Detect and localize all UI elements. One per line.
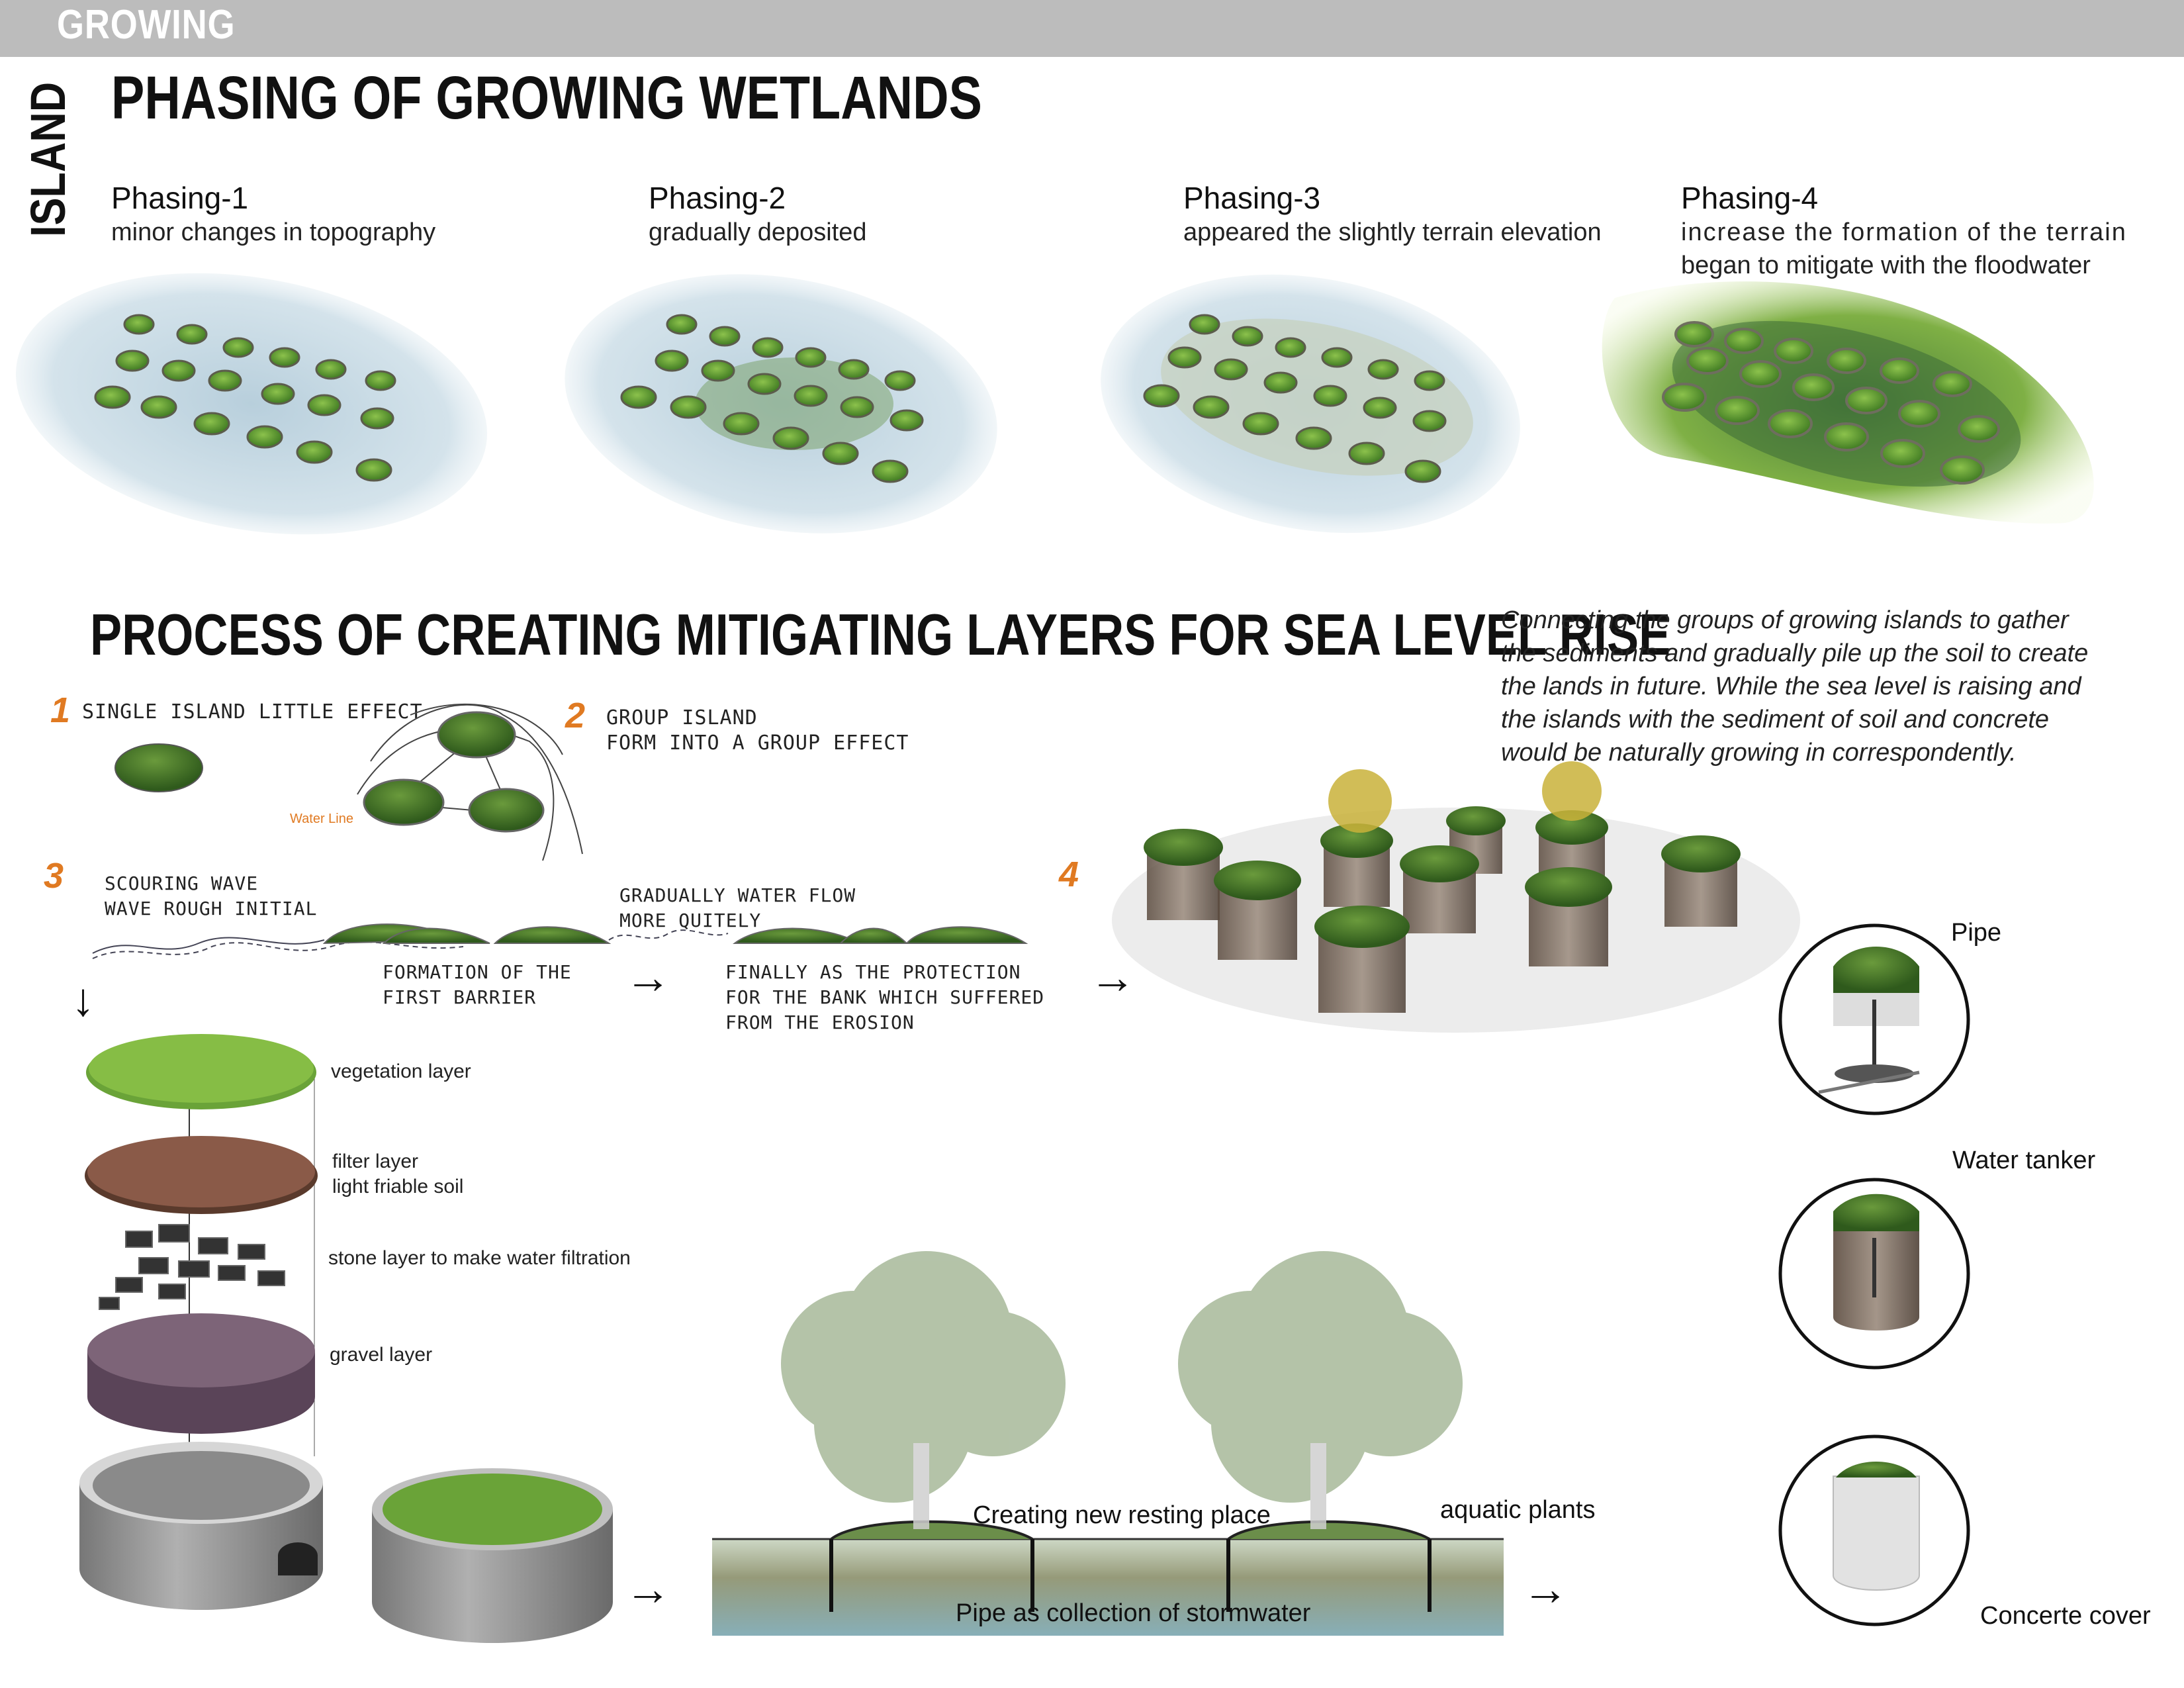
tree-left (781, 1251, 1066, 1529)
phase-3-caption: Phasing-3 appeared the slightly terrain … (1183, 180, 1602, 249)
phase-4-title: Phasing-4 (1681, 181, 1819, 215)
phase-3-image (1101, 274, 1520, 534)
step-3-barrier: FORMATION OF THE FIRST BARRIER (383, 960, 572, 1010)
step-3-final-1: FINALLY AS THE PROTECTION (725, 961, 1021, 983)
island-field (1144, 761, 1741, 1013)
section-view (712, 1251, 1504, 1636)
arrow-down-icon: ↓ (71, 974, 95, 1025)
phase-4-sub-2: began to mitigate with the floodwater (1681, 252, 2091, 279)
phase-1-image (15, 273, 488, 535)
step-3-final-2: FOR THE BANK WHICH SUFFERED (725, 986, 1045, 1008)
step-3-scour-1: SCOURING WAVE (105, 872, 259, 894)
label-tanker: Water tanker (1952, 1147, 2096, 1174)
step-2-text: GROUP ISLAND FORM INTO A GROUP EFFECT (606, 706, 909, 756)
heading-process: PROCESS OF CREATING MITIGATING LAYERS FO… (90, 602, 1671, 667)
phase-1-sub: minor changes in topography (111, 218, 436, 246)
step-1-text: SINGLE ISLAND LITTLE EFFECT (82, 700, 423, 724)
step-1-number: 1 (50, 690, 71, 730)
step-3-final: FINALLY AS THE PROTECTION FOR THE BANK W… (725, 960, 1044, 1035)
description-line-3: the lands in future. While the sea level… (1501, 673, 2081, 700)
label-pipe-collection: Pipe as collection of stormwater (956, 1599, 1311, 1627)
arrow-right-icon: → (625, 951, 671, 1003)
phase-4-caption: Phasing-4 increase the formation of the … (1681, 180, 2127, 282)
description: Connecting the groups of growing islands… (1501, 604, 2088, 769)
phase-2-sub: gradually deposited (649, 218, 867, 246)
step-3-flow-1: GRADUALLY WATER FLOW (619, 884, 856, 906)
label-stone: stone layer to make water filtration (328, 1247, 631, 1269)
description-line-2: the sediments and gradually pile up the … (1501, 639, 2089, 667)
arrow-right-icon: → (1522, 1563, 1569, 1615)
phase-2-caption: Phasing-2 gradually deposited (649, 180, 867, 249)
phase-1-caption: Phasing-1 minor changes in topography (111, 180, 435, 249)
wave-line (92, 941, 464, 959)
label-vegetation: vegetation layer (331, 1060, 471, 1082)
phase-2-image (565, 274, 997, 534)
assembled-unit (372, 1468, 613, 1643)
phase-1-title: Phasing-1 (111, 181, 249, 215)
step-3-number: 3 (44, 856, 64, 896)
phase-4-image (1602, 281, 2094, 524)
top-bar-label: GROWING (57, 2, 236, 48)
step-3-barrier-1: FORMATION OF THE (383, 961, 572, 983)
label-gravel: gravel layer (330, 1344, 433, 1366)
step-4-number: 4 (1059, 855, 1079, 894)
tree-right (1178, 1251, 1463, 1529)
phase-3-title: Phasing-3 (1183, 181, 1321, 215)
heading-phasing: PHASING OF GROWING WETLANDS (111, 64, 982, 132)
step-2-text-1: GROUP ISLAND (606, 706, 758, 729)
step-3-barrier-2: FIRST BARRIER (383, 986, 537, 1008)
arrow-right-icon: → (625, 1563, 671, 1615)
step-3-scour: SCOURING WAVE WAVE ROUGH INITIAL (105, 871, 317, 921)
phase-3-sub: appeared the slightly terrain elevation (1183, 218, 1602, 246)
description-line-1: Connecting the groups of growing islands… (1501, 606, 2069, 634)
step-2-text-2: FORM INTO A GROUP EFFECT (606, 731, 909, 755)
label-pipe: Pipe (1951, 919, 2002, 947)
step-2-number: 2 (565, 696, 586, 735)
phase-4-sub-1: increase the formation of the terrain (1681, 218, 2127, 246)
phase-2-title: Phasing-2 (649, 181, 786, 215)
step-3-scour-2: WAVE ROUGH INITIAL (105, 898, 318, 919)
barrier-mounds (322, 923, 1028, 945)
water-line-label: Water Line (290, 812, 353, 826)
step-3-final-3: FROM THE EROSION (725, 1011, 915, 1033)
label-filter-1: filter layer (332, 1150, 419, 1172)
detail-tanker (1778, 1178, 1970, 1370)
top-bar (0, 0, 2184, 57)
exploded-layers (79, 1034, 323, 1610)
label-resting: Creating new resting place (973, 1501, 1271, 1529)
label-cover: Concerte cover (1980, 1602, 2151, 1630)
step-3-flow: GRADUALLY WATER FLOW MORE QUITELY (619, 883, 856, 933)
label-filter-2: light friable soil (332, 1176, 464, 1197)
step-3-flow-2: MORE QUITELY (619, 910, 762, 931)
description-line-5: would be naturally growing in correspond… (1501, 739, 2017, 767)
single-island (114, 743, 203, 792)
arrow-right-icon: → (1089, 951, 1136, 1003)
label-filter: filter layer light friable soil (332, 1149, 463, 1199)
detail-pipe (1778, 923, 1970, 1115)
label-aquatic: aquatic plants (1440, 1496, 1596, 1524)
detail-cover (1778, 1434, 1970, 1626)
description-line-4: the islands with the sediment of soil an… (1501, 706, 2050, 733)
